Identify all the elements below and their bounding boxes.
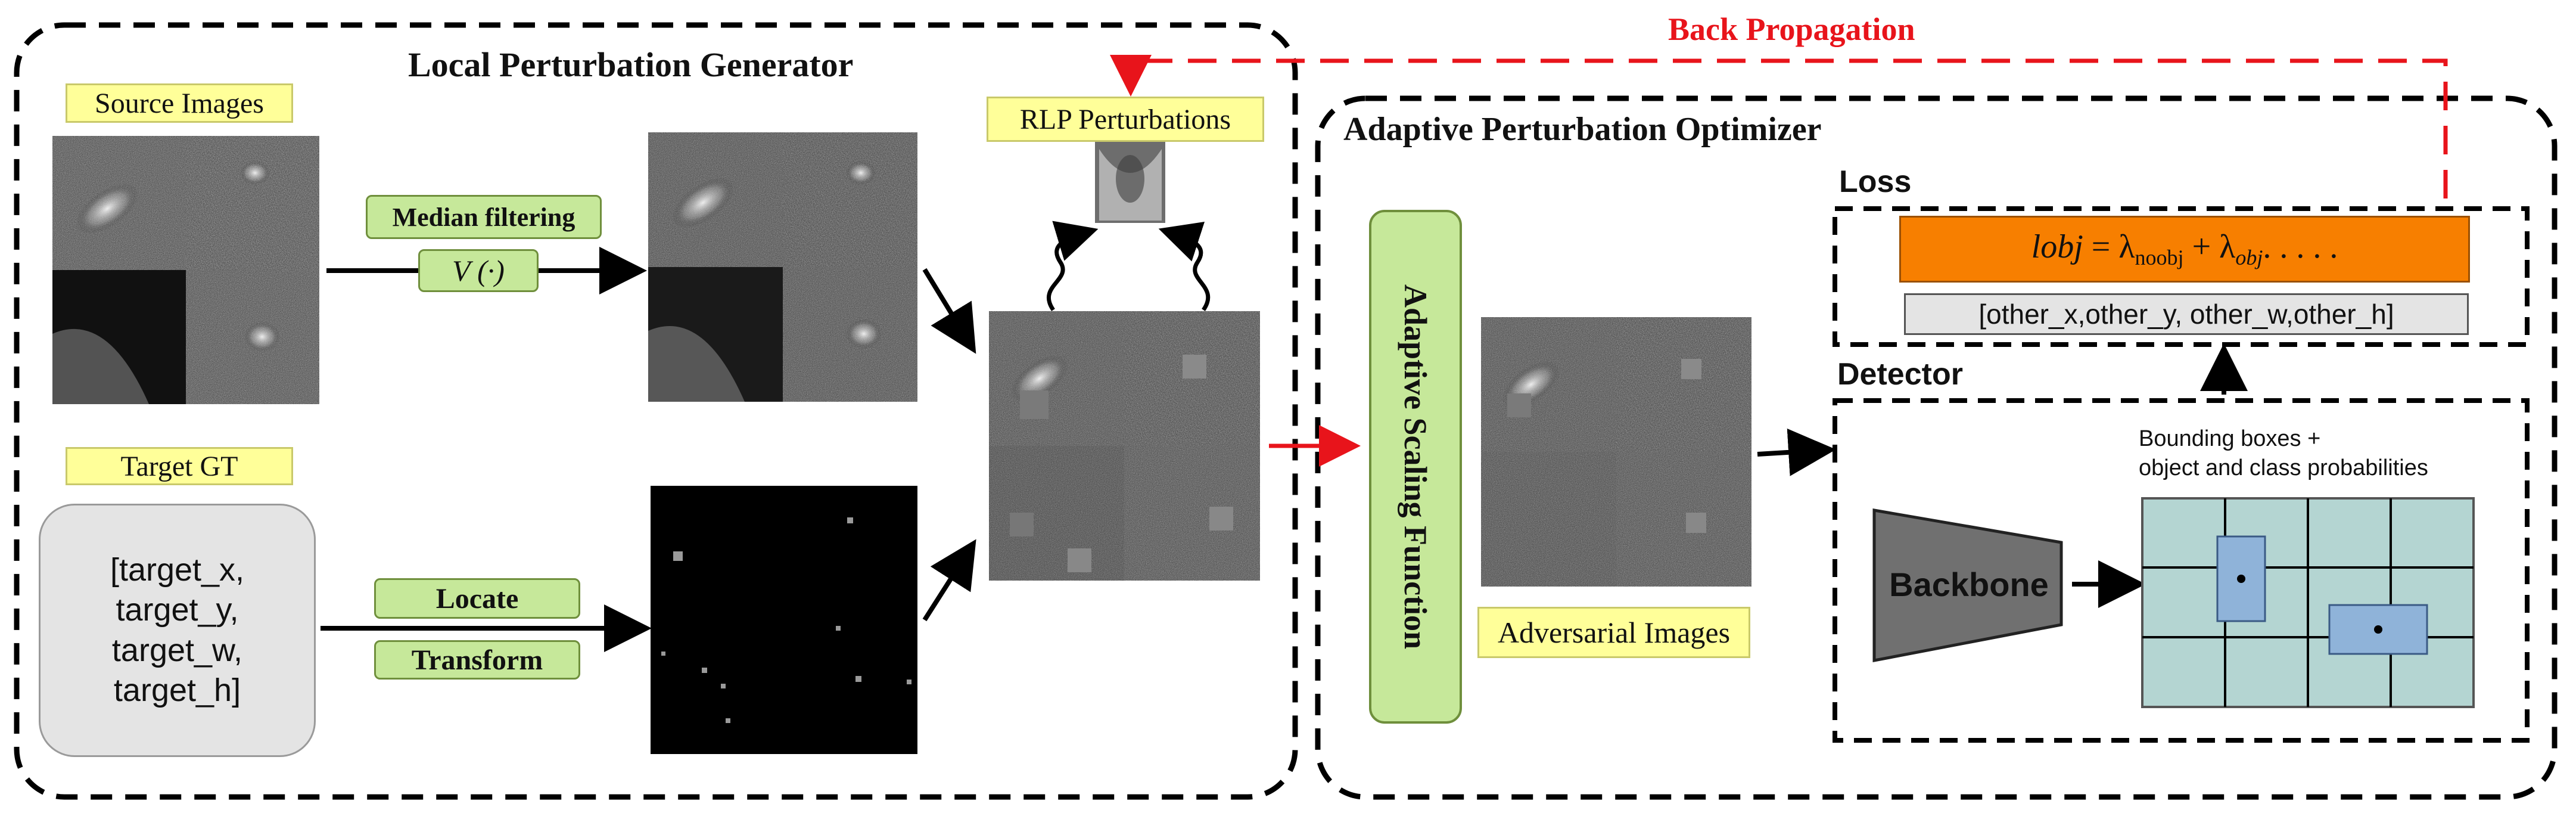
loss-formula: lobj = λnoobj + λobj. . . . . (2031, 228, 2338, 270)
loss-title: Loss (1839, 165, 1912, 199)
detector-panel (1833, 398, 2530, 743)
target-gt-field-h: target_h] (113, 672, 241, 708)
detection-grid (2141, 497, 2475, 708)
detector-title: Detector (1837, 357, 1963, 392)
adaptive-scaling-function-block: Adaptive Scaling Function (1369, 210, 1462, 724)
target-gt-field-w: target_w, (111, 632, 243, 668)
source-images-mosaic (52, 136, 319, 404)
target-mask-image (651, 486, 917, 754)
backbone-block (1872, 508, 2063, 663)
adversarial-images-mosaic (1481, 317, 1751, 587)
median-filtering-label: Median filtering (366, 195, 602, 239)
loss-formula-bar: lobj = λnoobj + λobj. . . . . (1899, 216, 2470, 283)
transform-label: Transform (374, 640, 580, 680)
target-gt-box: [target_x, target_y, target_w, target_h] (39, 504, 316, 757)
wavy-arrow-right (1158, 221, 1211, 312)
perturbed-images-mosaic (989, 311, 1260, 581)
arrow-filtered-to-perturbed (922, 268, 976, 354)
bbox-caption: Bounding boxes + object and class probab… (2139, 424, 2428, 483)
loss-vector-box: [other_x,other_y, other_w,other_h] (1904, 293, 2469, 335)
locate-label: Locate (374, 578, 580, 619)
median-filter-formula: V (·) (418, 249, 539, 292)
rlp-perturbations-label: RLP Perturbations (987, 97, 1264, 142)
wavy-arrow-left (1047, 221, 1099, 312)
optimizer-panel (1315, 95, 2558, 800)
arrow-mask-to-perturbed (922, 539, 976, 622)
filtered-images-mosaic (648, 132, 917, 402)
backbone-label: Backbone (1889, 566, 2049, 603)
local-generator-panel (14, 22, 1298, 800)
adversarial-images-label: Adversarial Images (1477, 607, 1750, 658)
target-gt-field-y: target_y, (116, 592, 239, 628)
target-gt-label: Target GT (66, 447, 293, 485)
back-propagation-path (1110, 55, 2448, 198)
target-gt-field-x: [target_x, (110, 551, 245, 588)
arrow-adversarial-to-detector (1757, 428, 1836, 476)
local-generator-title: Local Perturbation Generator (408, 45, 854, 84)
bbox-caption-line1: Bounding boxes + (2139, 426, 2321, 451)
back-propagation-label: Back Propagation (1668, 11, 1915, 47)
loss-panel (1833, 206, 2530, 347)
rlp-perturbation-image (1095, 142, 1165, 223)
adaptive-scaling-function-label: Adaptive Scaling Function (1398, 284, 1433, 650)
source-images-label: Source Images (66, 83, 293, 123)
optimizer-title: Adaptive Perturbation Optimizer (1343, 111, 1822, 148)
bbox-caption-line2: object and class probabilities (2139, 455, 2428, 481)
